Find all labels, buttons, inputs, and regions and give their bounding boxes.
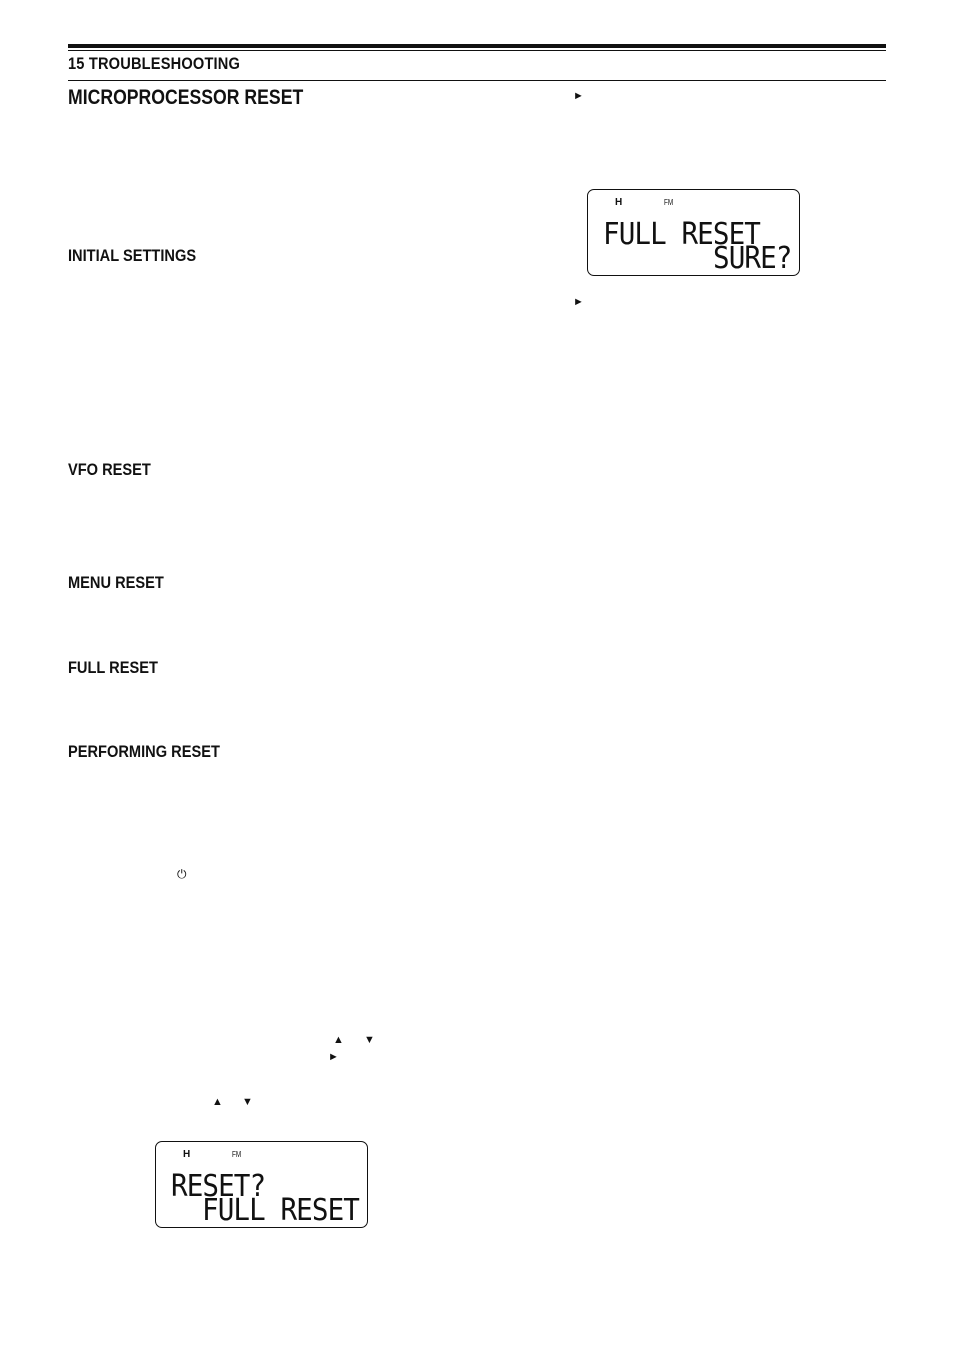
- down-arrow-icon: ▼: [364, 1034, 375, 1046]
- heading-menu-reset: MENU RESET: [68, 573, 164, 592]
- power-icon: ⏻: [177, 867, 187, 881]
- lcd-line-2: SURE?: [713, 241, 792, 276]
- lcd-display-sure: H FM FULL RESET SURE?: [587, 189, 800, 276]
- page-title: MICROPROCESSOR RESET: [68, 86, 304, 109]
- lcd-display-reset: H FM RESET? FULL RESET: [155, 1141, 368, 1228]
- right-arrow-icon: ►: [573, 90, 584, 102]
- header-rule-under: [68, 80, 886, 81]
- right-arrow-icon: ►: [328, 1051, 339, 1063]
- lcd-indicator-fm: FM: [232, 1150, 242, 1159]
- header-rule-thick: [68, 44, 886, 48]
- chapter-heading: 15 TROUBLESHOOTING: [68, 54, 241, 73]
- down-arrow-icon: ▼: [242, 1096, 253, 1108]
- lcd-indicator-h: H: [183, 1149, 191, 1160]
- lcd-line-1: FULL RESET: [603, 217, 761, 252]
- lcd-indicator-fm: FM: [664, 198, 674, 207]
- up-arrow-icon: ▲: [212, 1096, 223, 1108]
- heading-performing-reset: PERFORMING RESET: [68, 742, 220, 761]
- lcd-line-2: FULL RESET: [202, 1193, 360, 1228]
- heading-full-reset: FULL RESET: [68, 658, 158, 677]
- lcd-indicator-h: H: [615, 197, 623, 208]
- header-rule-thin: [68, 50, 886, 51]
- lcd-line-1: RESET?: [171, 1169, 266, 1204]
- heading-initial-settings: INITIAL SETTINGS: [68, 246, 197, 265]
- up-arrow-icon: ▲: [333, 1034, 344, 1046]
- right-arrow-icon: ►: [573, 296, 584, 308]
- heading-vfo-reset: VFO RESET: [68, 460, 151, 479]
